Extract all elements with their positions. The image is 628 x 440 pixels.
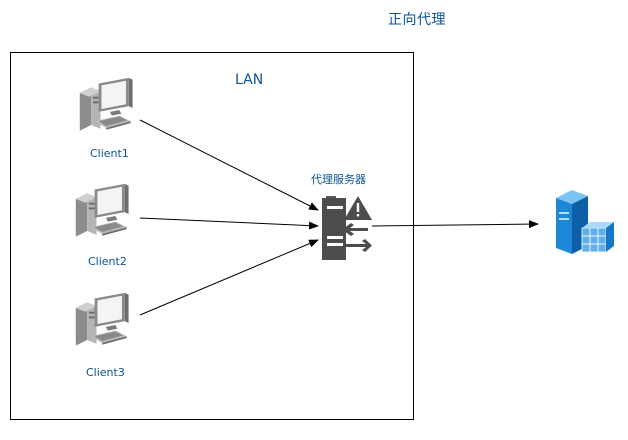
page-title: 正向代理: [388, 12, 446, 28]
lan-boundary-box: [10, 52, 414, 420]
client2-computer-icon: [75, 183, 129, 237]
client1-computer-icon: [79, 77, 133, 131]
lan-label: LAN: [235, 72, 264, 88]
client3-label: Client3: [86, 366, 125, 379]
client3-computer-icon: [75, 292, 129, 346]
edge-client2-to-proxy: [139, 217, 319, 230]
edge-proxy-to-server: [371, 220, 539, 229]
proxy-server-label: 代理服务器: [311, 173, 366, 186]
proxy-server-icon: [322, 196, 372, 260]
client2-label: Client2: [88, 255, 127, 268]
client1-label: Client1: [90, 147, 129, 160]
database-server-icon: [556, 190, 614, 254]
edge-client1-to-proxy: [139, 119, 319, 211]
edge-client3-to-proxy: [139, 239, 319, 316]
